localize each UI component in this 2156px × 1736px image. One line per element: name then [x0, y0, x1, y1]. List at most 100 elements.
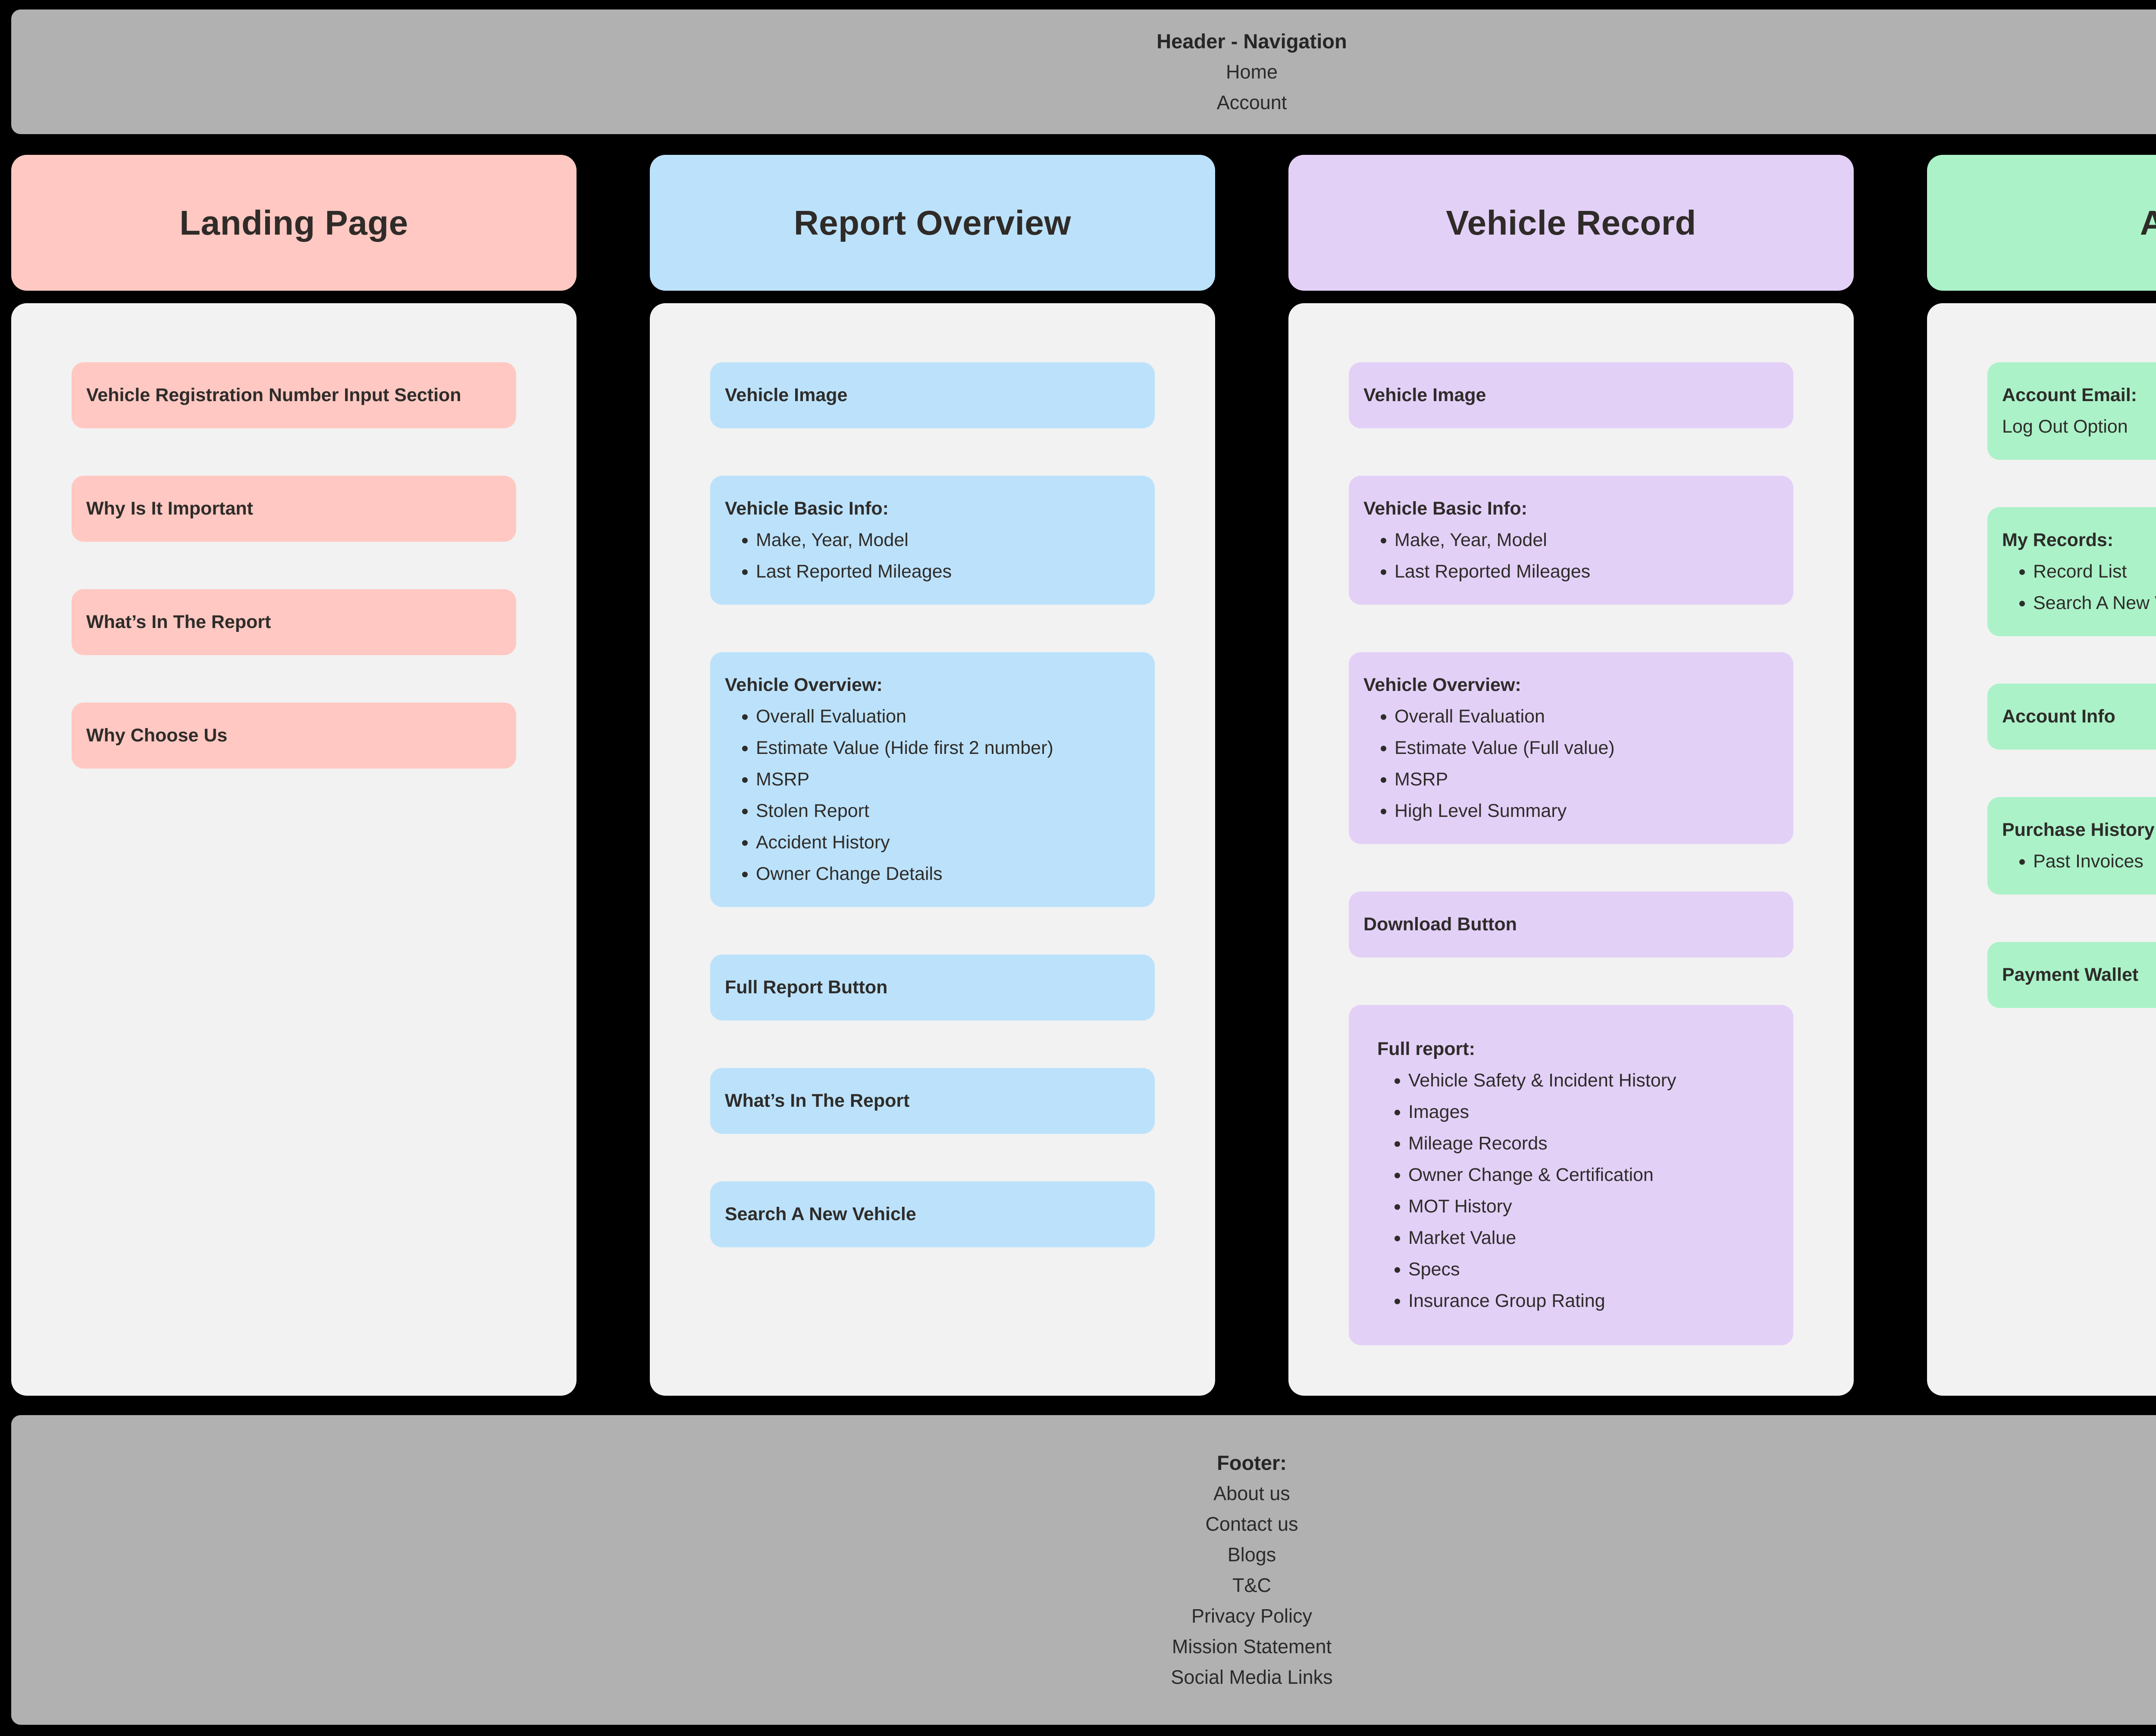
box-bullet-mileage-records: Mileage Records — [1408, 1128, 1776, 1159]
box-heading-vehicle-image: Vehicle Image — [1363, 385, 1486, 405]
box-bullet-owner-change-details: Owner Change Details — [756, 858, 1138, 890]
header-title: Header - Navigation — [1156, 30, 1347, 53]
footer-title: Footer: — [1217, 1451, 1287, 1474]
box-bullets-vehicle-basic-info: Make, Year, ModelLast Reported Mileages — [1363, 524, 1776, 587]
footer-link-about-us[interactable]: About us — [1213, 1482, 1290, 1504]
box-bullet-images: Images — [1408, 1096, 1776, 1128]
box-heading-what-s-in-the-report: What’s In The Report — [725, 1090, 910, 1111]
box-vehicle-basic-info[interactable]: Vehicle Basic Info: Make, Year, ModelLast… — [710, 476, 1155, 605]
box-bullet-stolen-report: Stolen Report — [756, 795, 1138, 827]
box-heading-vehicle-overview: Vehicle Overview: — [1363, 675, 1521, 695]
box-purchase-history[interactable]: Purchase HistoryPast Invoices — [1987, 797, 2156, 895]
box-heading-why-choose-us: Why Choose Us — [86, 725, 228, 746]
footer-link-privacy-policy[interactable]: Privacy Policy — [1191, 1605, 1313, 1627]
box-bullet-owner-change-certification: Owner Change & Certification — [1408, 1159, 1776, 1191]
box-bullet-high-level-summary: High Level Summary — [1395, 795, 1776, 827]
box-bullet-search-a-new-vehicle: Search A New Vehicle — [2033, 587, 2156, 619]
box-bullets-vehicle-basic-info: Make, Year, ModelLast Reported Mileages — [725, 524, 1138, 587]
box-bullets-vehicle-overview: Overall EvaluationEstimate Value (Hide f… — [725, 701, 1138, 890]
box-download-button[interactable]: Download Button — [1349, 892, 1793, 957]
box-bullet-mot-history: MOT History — [1408, 1191, 1776, 1222]
box-vehicle-overview[interactable]: Vehicle Overview: Overall EvaluationEstim… — [1349, 652, 1793, 844]
footer-link-social-media-links[interactable]: Social Media Links — [1171, 1666, 1333, 1688]
box-bullet-estimate-value-hide-first-2-number: Estimate Value (Hide first 2 number) — [756, 732, 1138, 764]
box-bullet-record-list: Record List — [2033, 556, 2156, 587]
box-line-log-out-option: Log Out Option — [2002, 416, 2128, 437]
box-vehicle-registration-number-input-section[interactable]: Vehicle Registration Number Input Sectio… — [72, 362, 516, 428]
box-why-choose-us[interactable]: Why Choose Us — [72, 703, 516, 769]
box-bullets-purchase-history: Past Invoices — [2002, 846, 2156, 877]
box-heading-vehicle-basic-info: Vehicle Basic Info: — [1363, 498, 1527, 519]
column-title-landing-page[interactable]: Landing Page — [11, 155, 577, 291]
box-bullet-overall-evaluation: Overall Evaluation — [756, 701, 1138, 732]
column-body-landing-page: Vehicle Registration Number Input Sectio… — [11, 303, 577, 1396]
box-bullet-msrp: MSRP — [756, 764, 1138, 795]
box-why-is-it-important[interactable]: Why Is It Important — [72, 476, 516, 542]
box-bullet-accident-history: Accident History — [756, 827, 1138, 858]
footer-link-blogs[interactable]: Blogs — [1227, 1544, 1276, 1566]
box-bullet-market-value: Market Value — [1408, 1222, 1776, 1254]
box-bullet-vehicle-safety-incident-history: Vehicle Safety & Incident History — [1408, 1065, 1776, 1096]
box-account-email[interactable]: Account Email: Log Out Option — [1987, 362, 2156, 460]
box-what-s-in-the-report[interactable]: What’s In The Report — [72, 589, 516, 655]
box-heading-vehicle-overview: Vehicle Overview: — [725, 675, 883, 695]
box-heading-search-a-new-vehicle: Search A New Vehicle — [725, 1204, 916, 1224]
box-vehicle-image[interactable]: Vehicle Image — [710, 362, 1155, 428]
box-heading-vehicle-basic-info: Vehicle Basic Info: — [725, 498, 889, 519]
column-title-account[interactable]: Account — [1927, 155, 2156, 291]
box-bullet-estimate-value-full-value: Estimate Value (Full value) — [1395, 732, 1776, 764]
box-heading-account-email: Account Email: — [2002, 385, 2137, 405]
box-heading-what-s-in-the-report: What’s In The Report — [86, 612, 271, 632]
box-what-s-in-the-report[interactable]: What’s In The Report — [710, 1068, 1155, 1134]
nav-link-account[interactable]: Account — [1216, 91, 1287, 113]
box-bullets-my-records: Record ListSearch A New Vehicle — [2002, 556, 2156, 619]
box-bullet-make-year-model: Make, Year, Model — [756, 524, 1138, 556]
column-account: AccountAccount Email: Log Out Option My Re… — [1927, 155, 2156, 1396]
nav-link-home[interactable]: Home — [1225, 61, 1278, 83]
box-bullet-last-reported-mileages: Last Reported Mileages — [756, 556, 1138, 587]
column-title-report-overview[interactable]: Report Overview — [650, 155, 1215, 291]
box-heading-payment-wallet: Payment Wallet — [2002, 964, 2139, 985]
box-heading-my-records: My Records: — [2002, 530, 2114, 550]
box-bullet-past-invoices: Past Invoices — [2033, 846, 2156, 877]
box-bullet-specs: Specs — [1408, 1254, 1776, 1285]
box-bullet-overall-evaluation: Overall Evaluation — [1395, 701, 1776, 732]
box-vehicle-basic-info[interactable]: Vehicle Basic Info: Make, Year, ModelLast… — [1349, 476, 1793, 605]
box-heading-vehicle-image: Vehicle Image — [725, 385, 848, 405]
box-heading-download-button: Download Button — [1363, 914, 1517, 935]
box-bullet-msrp: MSRP — [1395, 764, 1776, 795]
box-full-report-button[interactable]: Full Report Button — [710, 954, 1155, 1020]
box-my-records[interactable]: My Records: Record ListSearch A New Vehic… — [1987, 507, 2156, 636]
box-heading-account-info: Account Info — [2002, 706, 2115, 727]
box-bullets-vehicle-overview: Overall EvaluationEstimate Value (Full v… — [1363, 701, 1776, 827]
box-heading-purchase-history: Purchase History — [2002, 819, 2155, 840]
box-payment-wallet[interactable]: Payment Wallet — [1987, 942, 2156, 1008]
box-vehicle-overview[interactable]: Vehicle Overview: Overall EvaluationEstim… — [710, 652, 1155, 907]
box-heading-full-report-button: Full Report Button — [725, 977, 888, 998]
box-account-info[interactable]: Account Info — [1987, 684, 2156, 750]
column-title-vehicle-record[interactable]: Vehicle Record — [1288, 155, 1854, 291]
box-heading-vehicle-registration-number-input-section: Vehicle Registration Number Input Sectio… — [86, 385, 461, 405]
footer-link-mission-statement[interactable]: Mission Statement — [1172, 1636, 1332, 1658]
box-vehicle-image[interactable]: Vehicle Image — [1349, 362, 1793, 428]
column-body-account: Account Email: Log Out Option My Records: R… — [1927, 303, 2156, 1396]
box-full-report[interactable]: Full report: Vehicle Safety & Incident Hi… — [1349, 1005, 1793, 1345]
box-heading-full-report: Full report: — [1377, 1039, 1475, 1059]
footer-link-t-c[interactable]: T&C — [1232, 1574, 1271, 1596]
box-search-a-new-vehicle[interactable]: Search A New Vehicle — [710, 1181, 1155, 1247]
box-heading-why-is-it-important: Why Is It Important — [86, 498, 253, 519]
box-bullet-last-reported-mileages: Last Reported Mileages — [1395, 556, 1776, 587]
footer-link-contact-us[interactable]: Contact us — [1205, 1513, 1298, 1535]
box-bullets-full-report: Vehicle Safety & Incident HistoryImagesM… — [1377, 1065, 1776, 1317]
